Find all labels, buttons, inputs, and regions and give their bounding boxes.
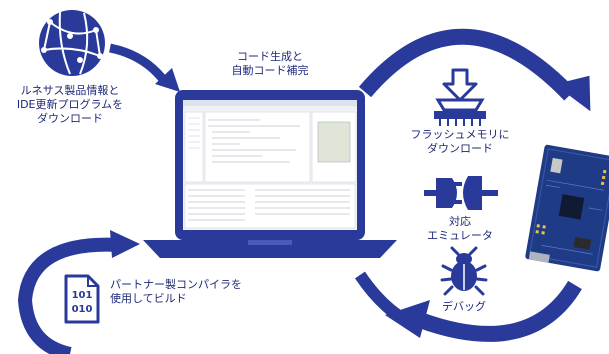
bug-icon bbox=[440, 246, 488, 296]
flash-line-1: フラッシュメモリに bbox=[410, 128, 510, 141]
cycle-arc-bottom bbox=[417, 280, 582, 342]
debug-label: デバッグ bbox=[442, 300, 486, 313]
compiler-label: パートナー製コンパイラを 使用してビルド bbox=[110, 278, 270, 306]
cycle-arc-top bbox=[358, 28, 576, 101]
laptop-icon bbox=[143, 90, 397, 258]
cycle-arc-left bbox=[17, 237, 121, 354]
download-arrow bbox=[109, 43, 169, 85]
download-info-line-3: ダウンロード bbox=[37, 112, 103, 125]
flash-line-2: ダウンロード bbox=[427, 142, 493, 155]
codegen-line-2: 自動コード補完 bbox=[231, 64, 309, 77]
emulator-line-2: エミュレータ bbox=[427, 229, 493, 242]
binary-file-icon: 101 010 bbox=[64, 274, 100, 324]
dev-board bbox=[525, 144, 609, 272]
download-info-label: ルネサス製品情報と IDE更新プログラムを ダウンロード bbox=[10, 84, 130, 126]
download-info-line-1: ルネサス製品情報と bbox=[20, 84, 120, 97]
compiler-line-2: 使用してビルド bbox=[110, 292, 187, 305]
binary-line-1: 101 bbox=[72, 290, 93, 301]
compiler-line-1: パートナー製コンパイラを bbox=[110, 278, 242, 291]
download-chip-icon bbox=[434, 68, 486, 126]
emulator-label: 対応 エミュレータ bbox=[420, 215, 500, 243]
codegen-line-1: コード生成と bbox=[237, 50, 303, 63]
binary-line-2: 010 bbox=[72, 304, 93, 315]
flash-label: フラッシュメモリに ダウンロード bbox=[404, 128, 516, 156]
emulator-line-1: 対応 bbox=[449, 215, 471, 228]
codegen-label: コード生成と 自動コード補完 bbox=[200, 50, 340, 78]
ide-window-screenshot bbox=[183, 100, 357, 229]
download-info-line-2: IDE更新プログラムを bbox=[16, 98, 124, 111]
plug-connector-icon bbox=[424, 176, 498, 210]
globe-network-icon bbox=[39, 10, 105, 76]
